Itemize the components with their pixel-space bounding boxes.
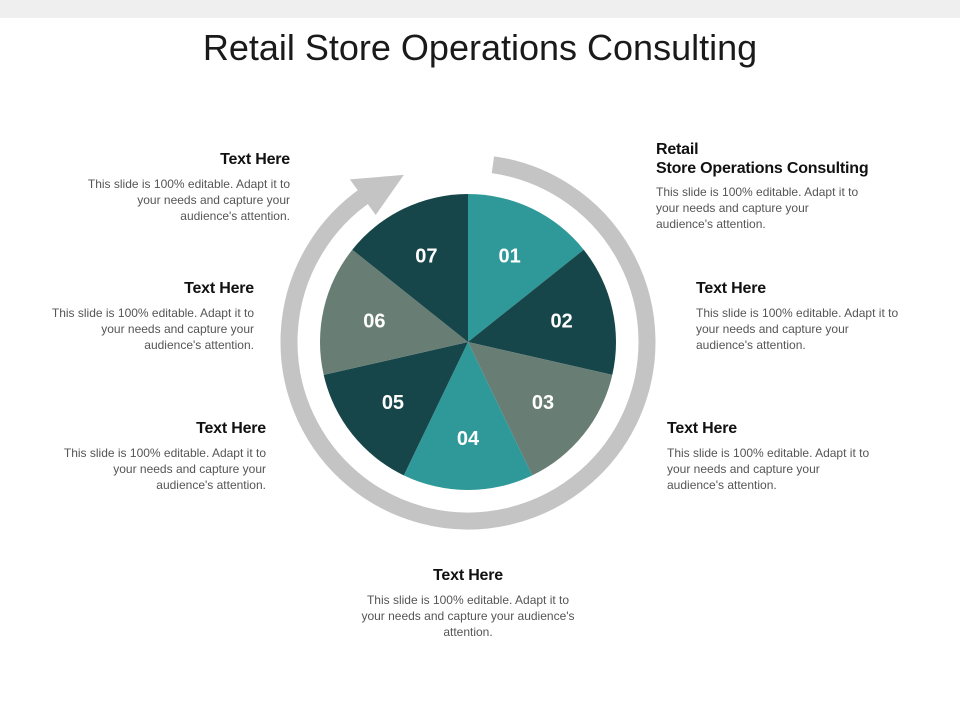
text-block-description: This slide is 100% editable. Adapt it to…: [667, 446, 870, 492]
segment-label-02: 02: [550, 311, 572, 333]
segment-label-03: 03: [532, 392, 554, 414]
text-block-right-lower: Text Here This slide is 100% editable. A…: [667, 419, 877, 493]
text-block-heading-line2: Store Operations Consulting: [656, 160, 869, 177]
pie-segment-03: [468, 342, 613, 476]
text-block-description: This slide is 100% editable. Adapt it to…: [696, 306, 899, 352]
segment-label-05: 05: [382, 392, 404, 414]
page-title: Retail Store Operations Consulting: [202, 27, 758, 68]
text-block-left-lower: Text Here This slide is 100% editable. A…: [56, 419, 266, 493]
cycle-arrow-ring: [280, 156, 656, 530]
text-block-heading: Text Here: [433, 567, 503, 584]
text-block-heading: Text Here: [184, 280, 254, 297]
text-block-left-middle: Text Here This slide is 100% editable. A…: [44, 279, 254, 353]
text-block-heading: Text Here: [696, 280, 766, 297]
text-block-heading: Text Here: [667, 420, 737, 437]
pie-segment-07: [352, 194, 468, 342]
text-block-heading: Text Here: [220, 151, 290, 168]
text-block-heading-line1: Retail: [656, 141, 699, 158]
pie-segment-01: [468, 194, 584, 342]
segment-label-07: 07: [415, 246, 437, 268]
text-block-bottom: Text Here This slide is 100% editable. A…: [360, 566, 576, 640]
pie-segment-04: [403, 342, 533, 490]
pie-segment-02: [468, 249, 617, 375]
segment-label-06: 06: [363, 311, 385, 333]
segment-label-04: 04: [457, 428, 480, 450]
cycle-arrowhead: [349, 174, 404, 215]
text-block-left-upper: Text Here This slide is 100% editable. A…: [80, 150, 290, 224]
text-block-right-middle: Text Here This slide is 100% editable. A…: [696, 279, 906, 353]
segment-label-01: 01: [499, 246, 521, 268]
pie-segments: [319, 194, 617, 490]
pie-segment-05: [323, 342, 468, 476]
segment-labels: 01 02 03 04 05 06 07: [363, 246, 572, 450]
text-block-retail: Retail Store Operations Consulting This …: [656, 140, 926, 232]
text-block-description: This slide is 100% editable. Adapt it to…: [87, 177, 290, 223]
text-block-description: This slide is 100% editable. Adapt it to…: [51, 306, 254, 352]
text-block-heading: Text Here: [196, 420, 266, 437]
text-block-description: This slide is 100% editable. Adapt it to…: [361, 593, 575, 639]
cycle-ring-arc: [280, 156, 656, 530]
top-band: [0, 0, 960, 18]
pie-segment-06: [319, 249, 468, 375]
text-block-description: This slide is 100% editable. Adapt it to…: [656, 185, 859, 231]
text-block-description: This slide is 100% editable. Adapt it to…: [63, 446, 266, 492]
